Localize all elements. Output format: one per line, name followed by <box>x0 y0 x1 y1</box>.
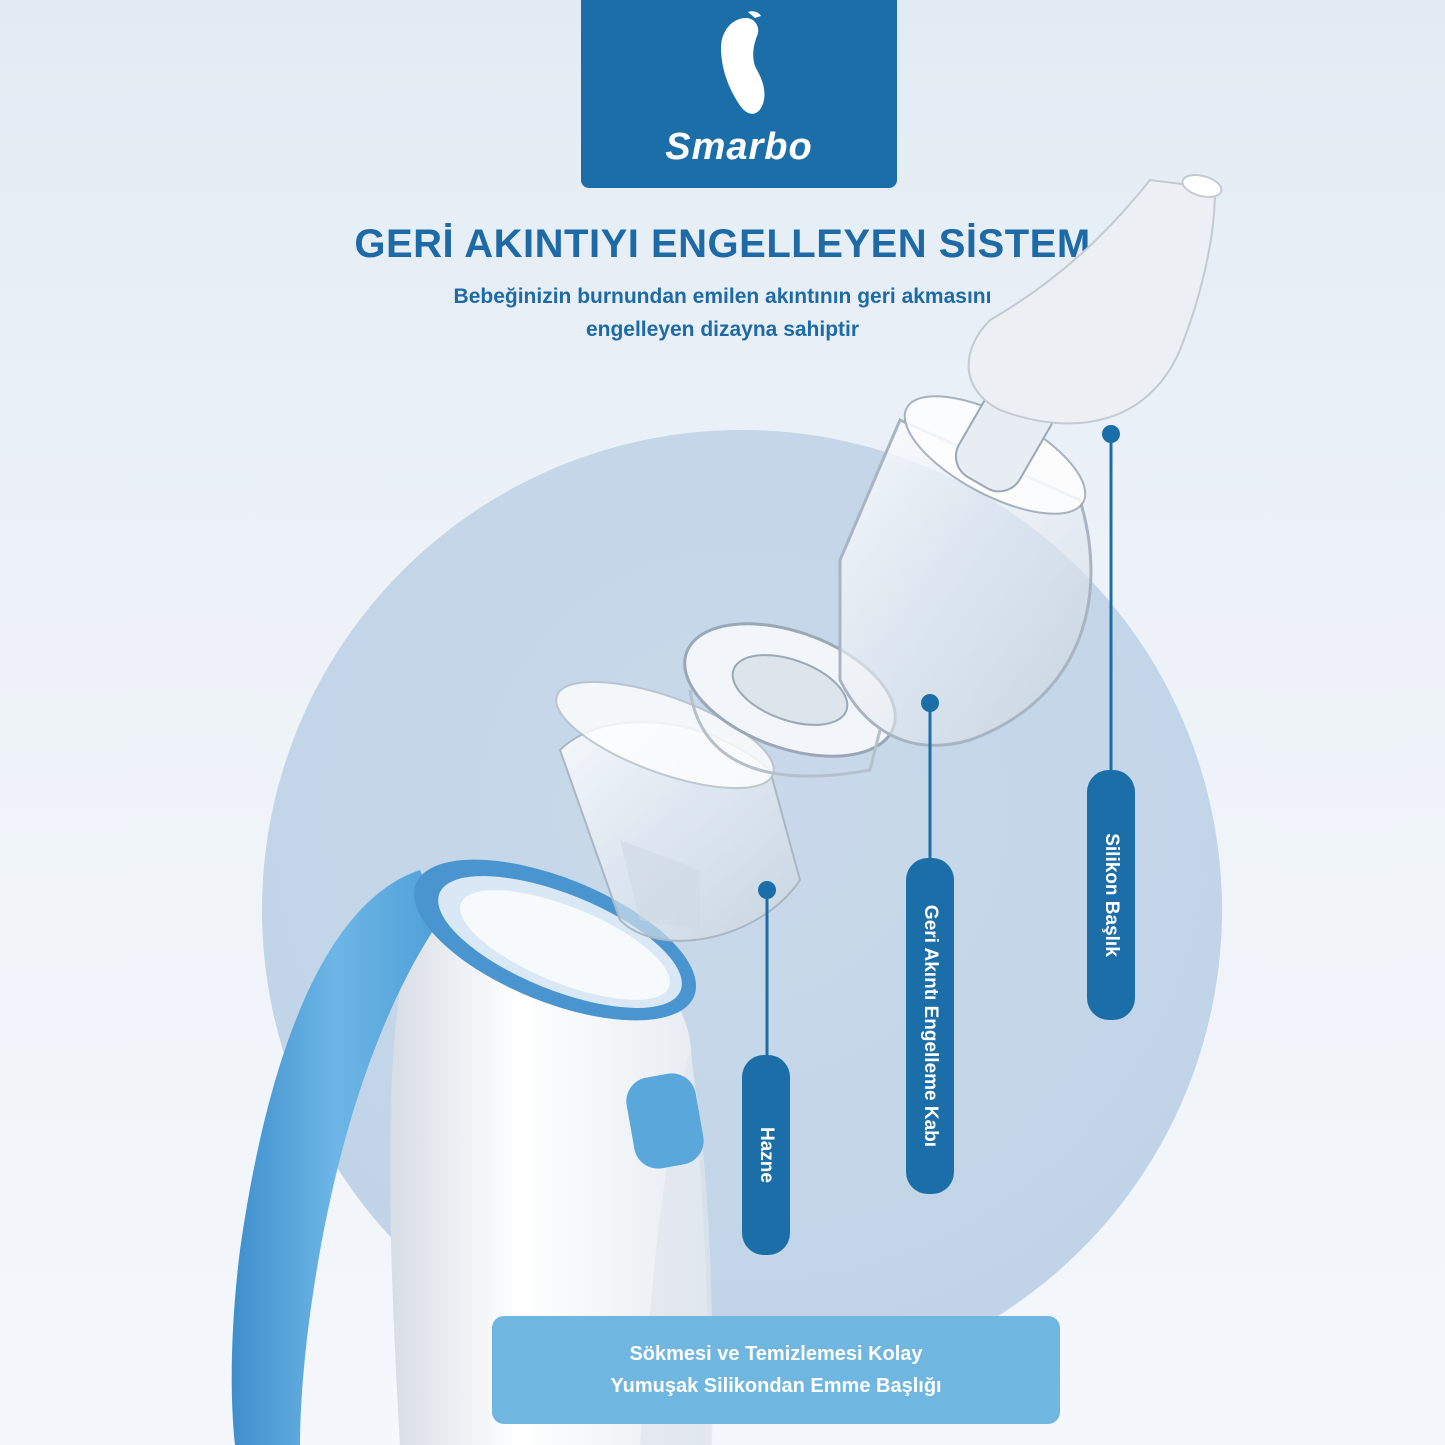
feature-caption-line-1: Sökmesi ve Temizlemesi Kolay <box>629 1343 923 1365</box>
label-geri-akinti-text: Geri Akıntı Engelleme Kabı <box>920 904 942 1148</box>
label-silikon-baslik: Silikon Başlık <box>1087 770 1135 1020</box>
bird-logo-icon <box>721 11 765 114</box>
label-hazne-text: Hazne <box>756 1127 777 1183</box>
subheadline-line-2: engelleyen dizayna sahiptir <box>585 318 860 341</box>
callout-leaders <box>758 425 1120 1057</box>
page-headline: GERİ AKINTIYI ENGELLEYEN SİSTEM <box>354 222 1091 266</box>
feature-caption-line-2: Yumuşak Silikondan Emme Başlığı <box>610 1375 942 1397</box>
silicone-tip <box>967 174 1223 425</box>
backflow-cup <box>838 377 1093 747</box>
label-geri-akinti-kabi: Geri Akıntı Engelleme Kabı <box>906 858 954 1194</box>
brand-name: Smarbo <box>665 126 813 168</box>
feature-caption-box: Sökmesi ve Temizlemesi Kolay Yumuşak Sil… <box>492 1316 1060 1424</box>
brand-logo: Smarbo <box>581 0 897 188</box>
label-hazne: Hazne <box>742 1055 790 1255</box>
label-silikon-text: Silikon Başlık <box>1101 833 1123 957</box>
subheadline-line-1: Bebeğinizin burnundan emilen akıntının g… <box>453 285 992 308</box>
chamber-piece <box>555 680 802 942</box>
